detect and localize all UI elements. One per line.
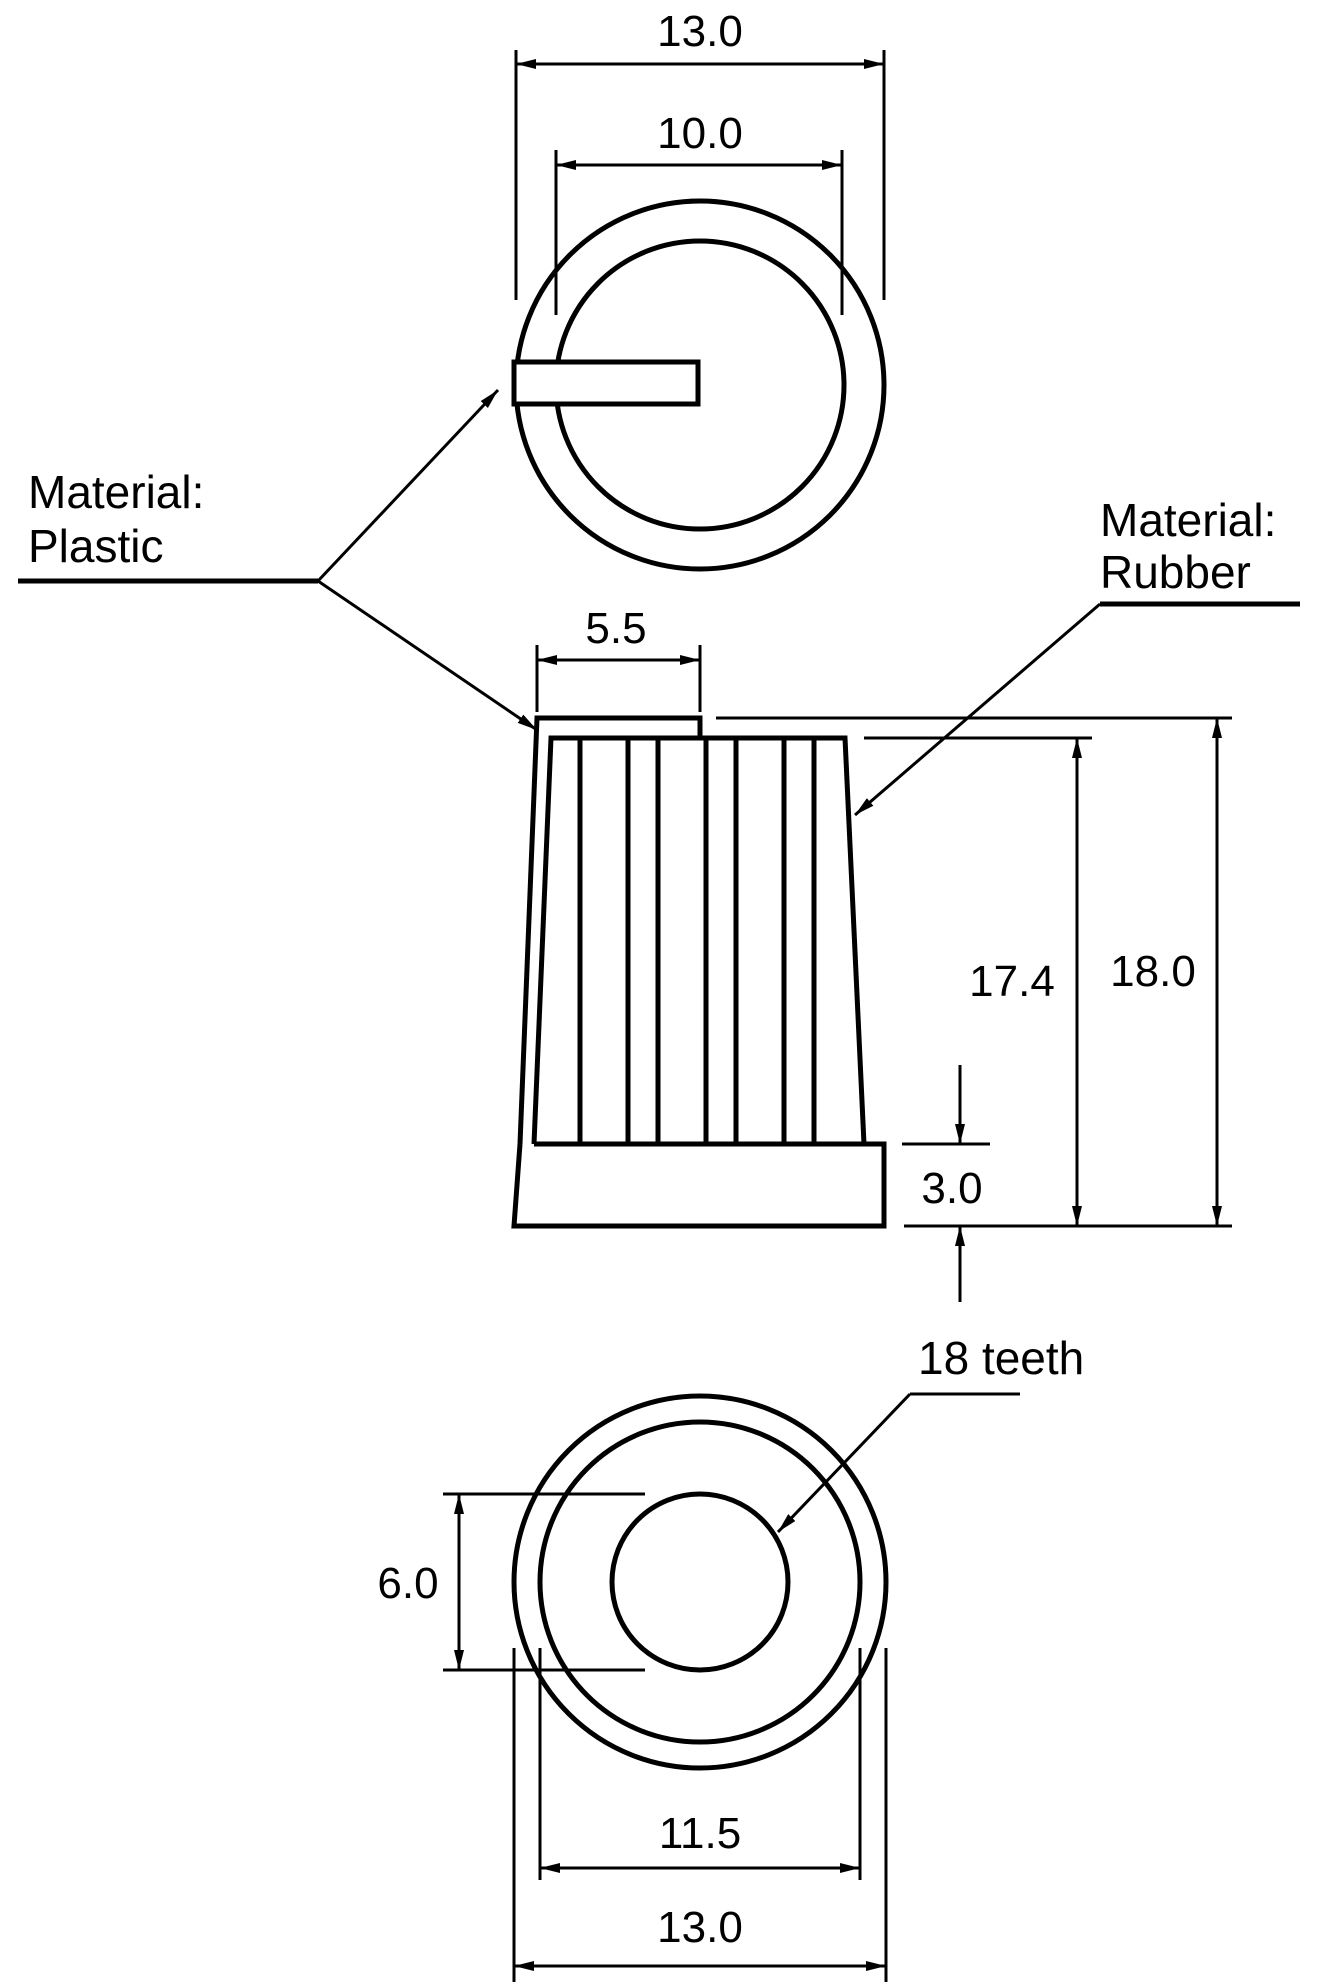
side-view: 5.5 18.0 17.4 3.0 xyxy=(511,604,1232,1302)
dim-bottom-outer: 13.0 xyxy=(657,1903,743,1952)
bottom-outer-circle xyxy=(511,1393,889,1771)
callout-plastic-line2: Plastic xyxy=(28,520,163,572)
callout-plastic: Material: Plastic xyxy=(18,388,538,732)
callout-rubber-line2: Rubber xyxy=(1100,546,1251,598)
bore-circle xyxy=(609,1491,791,1673)
dim-bottom-inner: 11.5 xyxy=(659,1809,741,1858)
dim-bore-diameter: 6.0 xyxy=(377,1559,438,1608)
callout-plastic-line1: Material: xyxy=(28,466,204,518)
top-view: 13.0 10.0 xyxy=(511,7,887,572)
dim-top-inner: 10.0 xyxy=(657,109,743,158)
dim-base-height: 3.0 xyxy=(921,1164,982,1213)
dim-pointer-width: 5.5 xyxy=(585,604,646,653)
teeth-label: 18 teeth xyxy=(918,1332,1084,1384)
callout-rubber-line1: Material: xyxy=(1100,494,1276,546)
bottom-inner-circle xyxy=(537,1419,863,1745)
dim-rubber-height: 17.4 xyxy=(969,957,1055,1006)
base xyxy=(511,1141,887,1229)
bottom-view: 18 teeth 6.0 11.5 13.0 xyxy=(377,1332,1084,1982)
pointer-top xyxy=(517,715,703,1145)
leader-plastic-side xyxy=(317,579,538,732)
rubber-body xyxy=(531,735,867,1145)
body-ribs xyxy=(577,738,817,1144)
pointer-bar xyxy=(511,359,701,407)
leader-rubber xyxy=(854,602,1101,817)
dim-top-outer: 13.0 xyxy=(657,7,743,56)
dim-total-height: 18.0 xyxy=(1110,947,1196,996)
leader-teeth xyxy=(776,1392,912,1534)
leader-plastic-top xyxy=(316,388,500,583)
callout-rubber: Material: Rubber xyxy=(854,494,1300,817)
